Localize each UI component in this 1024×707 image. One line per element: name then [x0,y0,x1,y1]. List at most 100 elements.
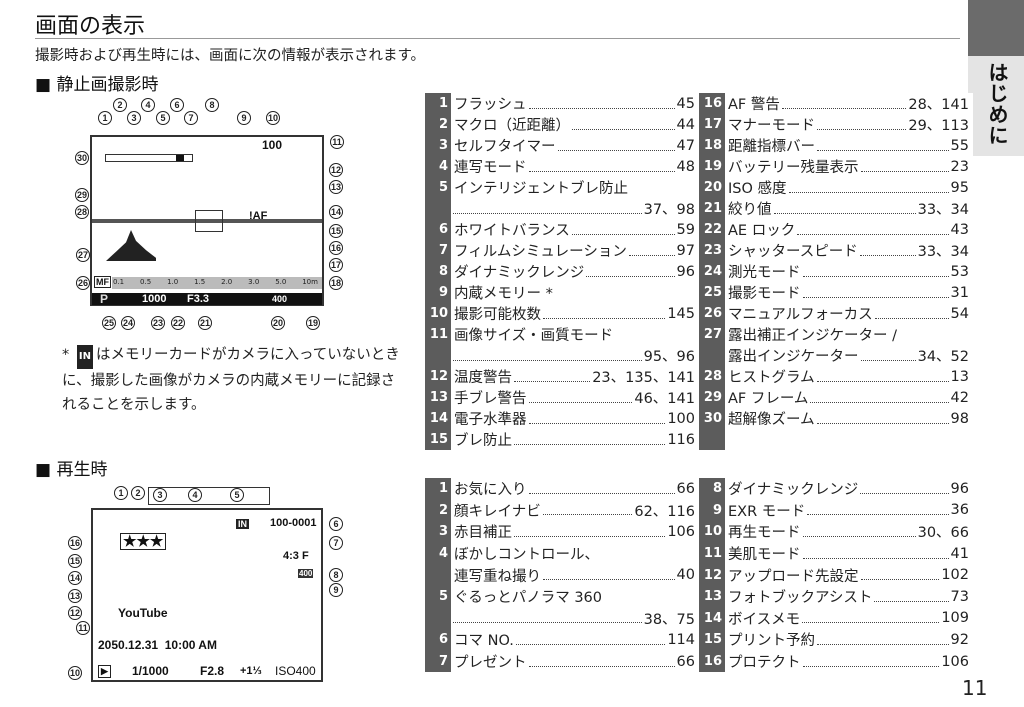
item-number: 20 [703,180,722,195]
item-number: 15 [429,432,448,447]
item-number: 1 [438,96,448,111]
dot-leader [797,225,949,235]
callout-number: 27 [76,248,90,262]
dot-leader [528,484,675,494]
item-label: ぼかしコントロール、 [454,547,599,564]
item-label: お気に入り [454,482,527,499]
item-label: 再生モード [728,525,801,542]
dot-leader [817,141,949,151]
item-number: 22 [703,222,722,237]
item-label: AE ロック [728,223,796,239]
item-label: 電子水準器 [454,412,527,428]
item-label: 画像サイズ・画質モード [454,328,614,344]
dot-leader [514,372,591,382]
item-pages: 42 [950,389,969,406]
dot-leader [773,204,916,214]
dot-leader [543,570,675,581]
callout-number: 21 [198,316,212,330]
distance-bar [112,277,322,289]
dot-leader [543,309,666,319]
dot-leader [542,505,633,516]
item-label: 撮影可能枚数 [454,307,541,323]
item-number: 25 [703,285,722,300]
item-pages: 47 [676,137,695,154]
shooting-mode: P [100,292,109,306]
item-number: 6 [438,222,448,237]
item-pages: 116 [667,431,695,448]
dot-leader [628,246,675,256]
item-number: 1 [438,481,448,497]
item-number: 8 [712,481,722,497]
item-number: 6 [438,632,448,648]
item-number: 2 [438,502,448,518]
callout-number: 11 [330,135,344,149]
item-number: 16 [703,654,722,670]
callout-number: 2 [113,98,127,112]
item-label: フォトブックアシスト [728,590,873,607]
playback-heading: ■ 再生時 [35,460,108,480]
scale-tick: 2.0 [221,278,233,286]
item-label: 美肌モード [728,547,801,564]
item-label: プリント予約 [728,633,815,650]
item-number: 13 [429,390,448,405]
dot-leader [874,309,949,319]
page-title: 画面の表示 [35,14,146,39]
item-label: 測光モード [728,265,801,281]
level-bar [92,219,322,223]
item-pages: 54 [950,305,969,322]
item-pages: 43 [950,221,969,238]
callout-number: 26 [76,276,90,290]
callout-number: 29 [75,188,89,202]
dot-leader [514,527,666,537]
item-label: 距離指標バー [728,139,815,155]
shooting-heading: ■ 静止画撮影時 [35,75,159,95]
dot-leader [528,99,675,109]
dot-leader [802,549,949,559]
item-pages: 46、141 [634,391,695,407]
section-tab [968,56,1024,156]
section-tab-label: はじめに [985,62,1009,146]
item-label: プロテクト [728,655,801,672]
callout-number: 24 [121,316,135,330]
item-number: 5 [438,589,448,605]
item-label: ISO 感度 [728,181,787,197]
dot-leader [788,183,949,193]
item-number: 19 [703,159,722,174]
dot-leader [810,393,949,403]
playback-screen-diagram [91,508,323,682]
item-pages: 33、34 [917,202,969,218]
item-pages: 45 [676,95,695,112]
item-label: 手ブレ警告 [454,391,527,407]
dot-leader [528,393,633,403]
item-label: 顔キレイナビ [454,503,541,520]
dot-leader [453,351,642,361]
af-frame [195,210,223,232]
item-pages: 23、135、141 [592,370,695,386]
item-pages: 73 [950,588,969,605]
callout-number: 4 [141,98,155,112]
af-warning: !AF [249,210,268,222]
item-number: 26 [703,306,722,321]
item-number: 13 [703,589,722,605]
frames-remaining: 100 [262,138,283,152]
dot-leader [860,351,916,361]
callout-number: 2 [131,486,145,500]
callout-number: 16 [68,536,82,550]
scale-tick: 3.0 [248,278,260,286]
zoom-bar [105,154,193,162]
item-pages: 96 [950,480,969,497]
dot-leader [557,141,675,151]
